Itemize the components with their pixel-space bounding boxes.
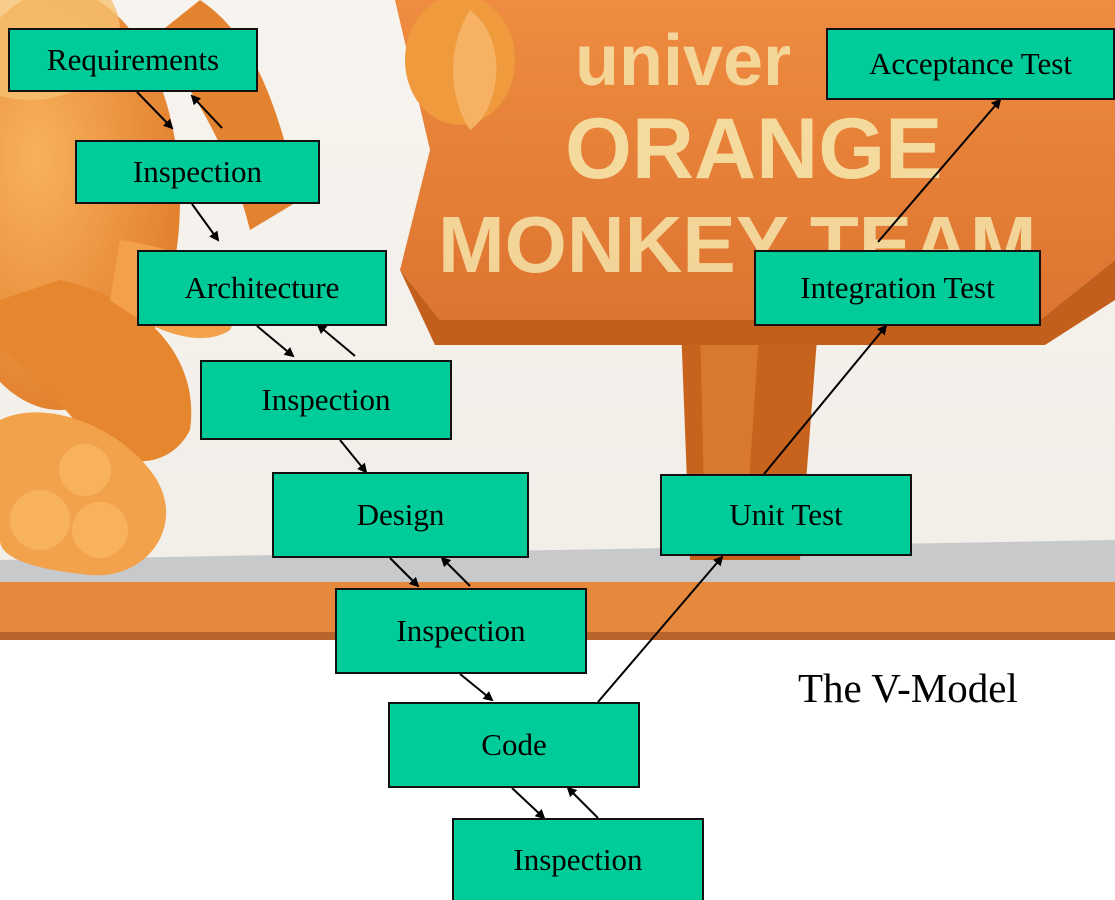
arrow-inspection-to-code [459, 673, 494, 702]
arrow-integration-test-to-acceptance-test [877, 98, 1002, 243]
sign-text-univer: univer [575, 21, 791, 101]
requirements-box: Requirements [8, 28, 258, 92]
inspection-box-2: Inspection [200, 360, 452, 440]
inspection-box-4: Inspection [452, 818, 704, 900]
arrow-code-to-unit-test [597, 555, 724, 703]
arrow-requirements-to-inspection [136, 91, 174, 130]
arrow-inspection-to-design-back [440, 556, 471, 587]
architecture-box: Architecture [137, 250, 387, 326]
sign-text-orange: ORANGE [565, 101, 942, 197]
acceptance-test-box: Acceptance Test [826, 28, 1115, 100]
arrow-inspection-to-architecture-back [316, 323, 356, 357]
arrow-design-to-inspection [389, 557, 420, 588]
monkey-toe-3 [59, 444, 111, 496]
inspection-box-3: Inspection [335, 588, 587, 674]
monkey-toe-1 [10, 490, 70, 550]
design-box: Design [272, 472, 529, 558]
inspection-label-2: Inspection [261, 382, 391, 417]
integration-test-box: Integration Test [754, 250, 1041, 326]
unit-test-box: Unit Test [660, 474, 912, 556]
design-label: Design [356, 497, 445, 532]
unit-test-label: Unit Test [729, 497, 843, 532]
arrow-inspection-to-design [339, 439, 368, 474]
arrow-unit-test-to-integration-test [763, 324, 888, 475]
architecture-label: Architecture [184, 270, 340, 305]
requirements-label: Requirements [46, 42, 220, 77]
arrow-inspection-to-code-back [566, 786, 599, 819]
inspection-box-1: Inspection [75, 140, 320, 204]
arrow-code-to-inspection [511, 787, 546, 820]
monkey-toe-2 [72, 502, 128, 558]
monkey-finger [453, 10, 497, 130]
code-label: Code [481, 727, 547, 762]
diagram-caption: The V-Model [798, 665, 1018, 711]
integration-test-label: Integration Test [800, 270, 995, 305]
inspection-label-3: Inspection [396, 613, 526, 648]
arrow-architecture-to-inspection [256, 325, 295, 358]
code-box: Code [388, 702, 640, 788]
arrow-inspection-to-requirements [190, 94, 223, 129]
inspection-label-1: Inspection [132, 154, 263, 189]
arrow-inspection-to-architecture [191, 203, 220, 242]
inspection-label-4: Inspection [513, 842, 643, 877]
acceptance-test-label: Acceptance Test [869, 46, 1072, 81]
